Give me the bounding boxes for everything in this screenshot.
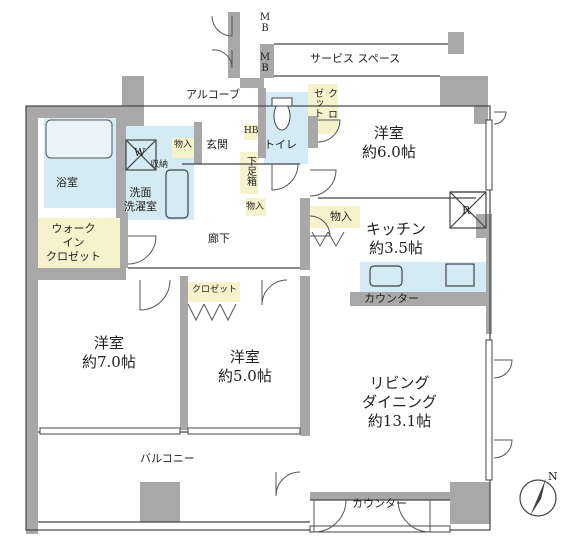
label-wash-machine: W	[134, 146, 146, 159]
label-balcony: バルコニー	[140, 452, 195, 465]
label-storage-3: 物入	[330, 210, 352, 223]
label-corridor: 廊下	[208, 232, 230, 245]
label-closet-mid: クロゼット	[192, 285, 238, 295]
label-fridge: R	[462, 204, 471, 217]
compass-label: N	[548, 470, 558, 483]
label-washroom: 洗面 洗濯室	[124, 186, 157, 213]
hb-floor	[244, 124, 258, 140]
label-closet-top-right-a: ク ロ	[325, 88, 337, 119]
label-bath: 浴室	[56, 176, 78, 189]
walls	[26, 12, 492, 534]
bathtub	[45, 119, 113, 159]
label-closet-top-right-b: ゼット	[311, 88, 323, 118]
closet-mid-floor	[188, 282, 240, 302]
label-counter-bottom: カウンター	[352, 497, 407, 510]
label-entrance: 玄関	[206, 138, 228, 151]
label-shoe-box: 下足箱	[244, 156, 256, 186]
label-room-6: 洋室 約6.0帖	[362, 124, 416, 161]
compass-circle	[519, 479, 557, 517]
windows	[39, 119, 493, 533]
label-service-space: サービス スペース	[310, 52, 401, 65]
compass-needle	[530, 478, 546, 516]
label-storage-1: 物入	[174, 140, 193, 150]
storage-small-floor	[246, 198, 266, 216]
label-storage-2: 物入	[246, 202, 265, 212]
kitchen-counter-fill	[360, 262, 486, 294]
label-mb-bottom: MB	[259, 52, 271, 74]
door-swings	[127, 15, 513, 533]
label-alcove: アルコーブ	[186, 88, 241, 101]
label-hb: HB	[244, 126, 259, 136]
label-mb-top: MB	[259, 12, 271, 34]
label-walkin-closet: ウォーク イン クロゼット	[46, 222, 101, 263]
toilet-tank	[271, 97, 293, 107]
label-room-5: 洋室 約5.0帖	[218, 348, 272, 385]
label-kitchen: キッチン 約3.5帖	[366, 220, 427, 257]
walkin-closet-floor	[38, 218, 120, 270]
shoe-box-floor	[240, 152, 258, 194]
label-kitchen-counter: カウンター	[364, 292, 419, 305]
label-toilet: トイレ	[264, 138, 297, 151]
label-living-dining: リビング ダイニング 約13.1帖	[362, 374, 438, 430]
storage-kitchen-floor	[310, 206, 360, 228]
label-shelf: 収納	[150, 160, 169, 170]
storage-entrance-floor	[172, 138, 196, 158]
label-room-7: 洋室 約7.0帖	[82, 334, 136, 371]
